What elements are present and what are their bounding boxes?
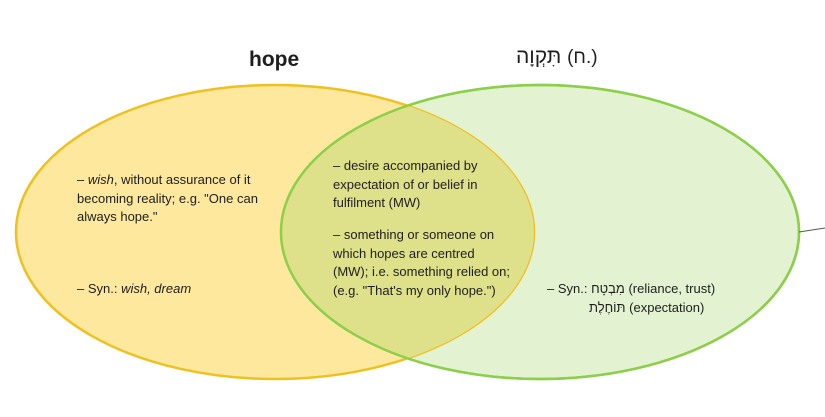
syn-items: wish, dream: [121, 281, 192, 296]
right-syn-line-1: – Syn.: מִבְטָח (reliance, trust): [547, 280, 747, 299]
bullet-dash: –: [77, 172, 88, 187]
syn-word-2: תּוֹחֶלֶת: [589, 299, 626, 315]
overlap-definition-2: – something or someone on which hopes ar…: [333, 227, 511, 298]
part-of-speech: (ח.): [567, 47, 598, 68]
hebrew-word: תִּקְוָה: [516, 45, 562, 68]
definition-text: , without assurance of it becoming reali…: [77, 172, 258, 224]
syn-gloss-1: (reliance, trust): [628, 281, 716, 296]
left-synonyms: – Syn.: wish, dream: [77, 280, 267, 299]
emphasis-wish: wish: [87, 172, 114, 187]
right-syn-line-2: תּוֹחֶלֶת (expectation): [547, 299, 747, 318]
syn-label: – Syn.:: [547, 281, 592, 296]
overlap-region: [281, 85, 534, 379]
syn-label: – Syn.:: [77, 281, 122, 296]
syn-word-1: מִבְטָח: [591, 281, 625, 296]
connector-line: [798, 227, 825, 233]
overlap-definition-1: – desire accompanied by expectation of o…: [333, 158, 478, 210]
right-synonyms: – Syn.: מִבְטָח (reliance, trust) תּוֹחֶ…: [547, 280, 747, 317]
title-english: hope: [249, 48, 300, 71]
left-definition: – wish, without assurance of it becoming…: [77, 171, 272, 227]
syn-gloss-2: (expectation): [629, 299, 705, 315]
title-hebrew: תִּקְוָה (ח.): [516, 45, 598, 69]
